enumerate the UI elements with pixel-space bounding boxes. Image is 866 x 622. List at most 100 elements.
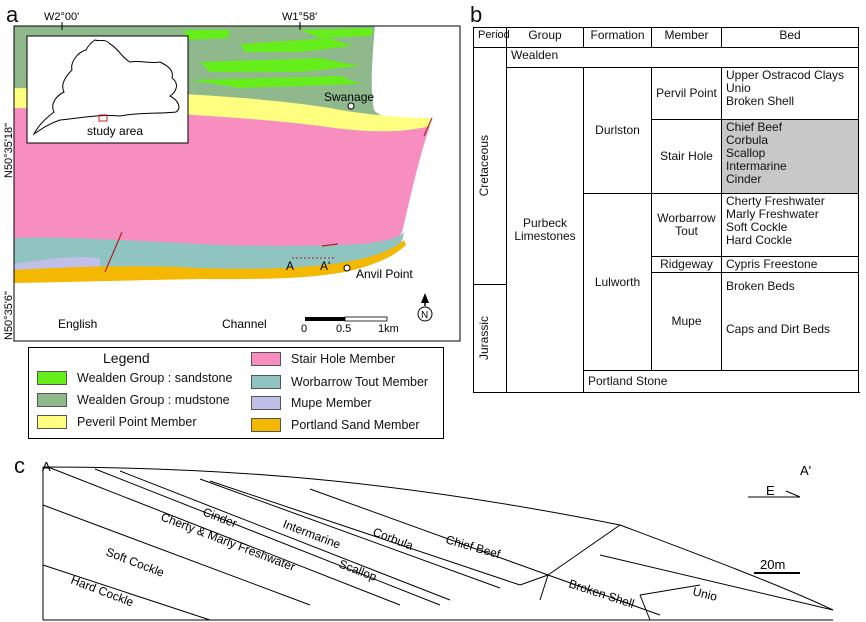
geological-map: W2°00' W1°58' N50°35'18" N50°35'6" Swana… — [3, 11, 461, 342]
bed-boundary — [42, 564, 211, 621]
panel-label-c: c — [14, 453, 25, 478]
section-a-prime-label: A' — [320, 259, 330, 273]
bed-name: Broken Beds — [726, 279, 795, 293]
map-legend: Legend Wealden Group : sandstone Wealden… — [28, 347, 444, 439]
legend-label: Worbarrow Tout Member — [291, 375, 429, 389]
legend-swatch — [37, 371, 67, 385]
bed-boundary — [547, 574, 661, 616]
legend-item: Mupe Member — [251, 396, 372, 410]
section-scale-label: 20m — [760, 557, 785, 572]
bed-boundary — [639, 584, 701, 596]
cross-section: A A' E 20m Hard Cockle Soft Cockle Chert… — [42, 459, 834, 621]
scale-1km: 1km — [378, 323, 399, 335]
bed-boundary — [599, 554, 834, 611]
map-scale-bar: 0 0.5 1km — [301, 316, 399, 335]
header-bed: Bed — [721, 27, 859, 48]
legend-title: Legend — [103, 350, 150, 366]
legend-item: Wealden Group : mudstone — [37, 393, 230, 407]
longitude-right: W1°58' — [282, 11, 317, 23]
wealden-sandstone-streak — [300, 28, 372, 38]
panel-label-b: b — [470, 2, 483, 27]
bed-name: Intermarine — [726, 159, 787, 173]
beds-pervil-point: Upper Ostracod Clays Unio Broken Shell — [721, 67, 859, 120]
anvil-point-marker — [343, 264, 351, 272]
bed-name: Hard Cockle — [726, 233, 793, 247]
top-surface-line — [42, 466, 834, 611]
member-worbarrow-tout: Worbarrow Tout — [651, 193, 722, 257]
bed-name: Soft Cockle — [726, 220, 788, 234]
bed-label-soft-cockle: Soft Cockle — [104, 545, 167, 580]
section-lines — [42, 466, 834, 621]
legend-label: Portland Sand Member — [291, 418, 420, 432]
header-member: Member — [651, 27, 722, 48]
bed-name: Marly Freshwater — [726, 207, 819, 221]
header-period: Period — [473, 27, 510, 48]
latitude-bottom: N50°35'6" — [3, 291, 15, 340]
legend-label: Mupe Member — [291, 396, 372, 410]
member-ridgeway: Ridgeway — [651, 256, 722, 273]
section-a-label: A — [286, 259, 294, 273]
longitude-left: W2°00' — [44, 11, 79, 23]
bed-name: Scallop — [726, 146, 766, 160]
legend-swatch — [251, 375, 281, 389]
legend-item: Portland Sand Member — [251, 418, 420, 432]
wealden-sandstone-streak — [185, 30, 230, 40]
latitude-top: N50°35'18" — [3, 123, 15, 178]
bed-boundary — [42, 504, 311, 606]
group-purbeck: Purbeck Limestones — [506, 67, 584, 393]
legend-swatch — [251, 396, 281, 410]
member-pervil-point: Pervil Point — [651, 67, 722, 120]
channel-label: Channel — [222, 317, 267, 331]
section-label-a: A — [42, 459, 51, 474]
great-britain-outline — [32, 39, 180, 136]
bed-name: Broken Shell — [726, 94, 795, 108]
bed-name: Caps and Dirt Beds — [726, 322, 831, 336]
bed-boundary — [209, 480, 521, 586]
member-stair-hole: Stair Hole — [651, 119, 722, 194]
formation-durlston: Durlston — [583, 67, 652, 194]
bed-label-broken-shell: Broken Shell — [567, 577, 636, 611]
north-arrow-icon: N — [417, 293, 433, 322]
header-group: Group — [506, 27, 584, 48]
bed-boundary — [94, 468, 441, 606]
legend-swatch — [251, 352, 281, 366]
scale-0-5: 0.5 — [336, 323, 351, 335]
portland-row: Portland Stone — [583, 370, 859, 393]
stratigraphy-table: Period Group Formation Member Bed Cretac… — [473, 27, 859, 393]
worbarrow-tout-band — [14, 232, 404, 276]
bed-boundary — [47, 466, 401, 606]
bed-name: Unio — [726, 81, 751, 95]
jurassic-label: Jurassic — [477, 316, 491, 361]
wealden-sandstone-streak — [200, 58, 360, 72]
cretaceous-label: Cretaceous — [477, 135, 491, 197]
bed-boundary — [309, 488, 549, 576]
fault-line — [539, 574, 549, 601]
beds-stair-hole: Chief Beef Corbula Scallop Intermarine C… — [721, 119, 859, 194]
header-formation: Formation — [583, 27, 652, 48]
legend-label: Peveril Point Member — [77, 415, 197, 429]
map-frame — [13, 25, 461, 342]
wealden-row: Wealden — [506, 47, 859, 68]
bed-label-hard-cockle: Hard Cockle — [69, 573, 136, 610]
period-cretaceous: Cretaceous — [473, 47, 507, 285]
swanage-label: Swanage — [324, 90, 374, 104]
bed-label-scallop: Scallop — [337, 557, 379, 584]
legend-item: Stair Hole Member — [251, 352, 395, 366]
legend-swatch — [251, 418, 281, 432]
east-direction-arrow-icon — [748, 490, 801, 498]
legend-item: Peveril Point Member — [37, 415, 197, 429]
bed-label-unio: Unio — [691, 584, 719, 604]
beds-mupe: Broken Beds Caps and Dirt Beds — [721, 272, 859, 371]
portland-sand-strip — [14, 240, 406, 283]
swanage-marker — [347, 102, 355, 110]
study-area-marker — [98, 114, 108, 122]
wealden-sandstone-streak — [190, 76, 360, 88]
english-label: English — [58, 317, 97, 331]
bed-name: Corbula — [726, 133, 769, 147]
bed-label-chief-beef: Chief Beef — [444, 532, 502, 561]
fault-line — [321, 243, 339, 247]
legend-label: Wealden Group : sandstone — [77, 371, 233, 385]
member-mupe: Mupe — [651, 272, 722, 371]
legend-swatch — [37, 415, 67, 429]
legend-label: Stair Hole Member — [291, 352, 396, 366]
